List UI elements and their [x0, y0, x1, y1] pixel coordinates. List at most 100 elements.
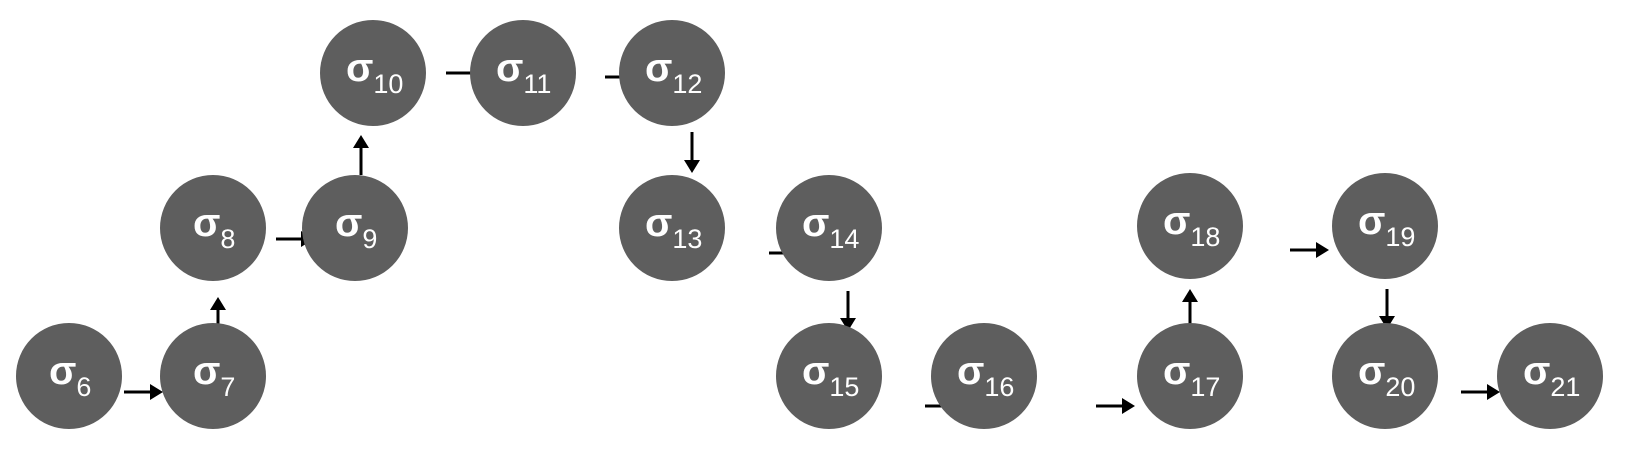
node-sigma-6: σ6: [16, 323, 122, 429]
node-symbol: σ: [1163, 199, 1190, 243]
node-label: σ21: [1523, 349, 1580, 402]
node-circle: [302, 175, 408, 281]
node-sigma-19: σ19: [1332, 173, 1438, 279]
node-circle: [619, 175, 725, 281]
node-symbol: σ: [335, 201, 362, 245]
node-subscript: 21: [1550, 372, 1580, 402]
node-subscript: 15: [829, 372, 859, 402]
node-label: σ11: [496, 46, 551, 99]
edge-arrow-s9-s10: [353, 135, 369, 175]
node-subscript: 12: [672, 69, 702, 99]
arrow-head: [840, 318, 856, 331]
edge-arrow-s18-s19: [1290, 242, 1329, 258]
node-circle: [470, 20, 576, 126]
node-symbol: σ: [49, 349, 76, 393]
node-symbol: σ: [645, 46, 672, 90]
node-sigma-12: σ12: [619, 20, 725, 126]
node-sigma-9: σ9: [302, 175, 408, 281]
node-subscript: 14: [829, 224, 859, 254]
arrow-head: [1122, 398, 1135, 414]
node-circle: [320, 20, 426, 126]
node-label: σ10: [346, 46, 403, 99]
node-circle: [1332, 173, 1438, 279]
node-subscript: 16: [984, 372, 1014, 402]
node-label: σ9: [335, 201, 377, 254]
node-symbol: σ: [1358, 199, 1385, 243]
node-label: σ7: [193, 349, 235, 402]
node-symbol: σ: [645, 201, 672, 245]
node-label: σ16: [957, 349, 1014, 402]
node-subscript: 17: [1190, 372, 1220, 402]
node-label: σ6: [49, 349, 91, 402]
node-subscript: 7: [220, 372, 235, 402]
node-subscript: 18: [1190, 222, 1220, 252]
node-subscript: 20: [1385, 372, 1415, 402]
node-circle: [160, 175, 266, 281]
arrow-head: [1487, 384, 1500, 400]
node-circle: [1137, 173, 1243, 279]
node-circle: [776, 323, 882, 429]
arrow-head: [210, 297, 226, 310]
node-label: σ18: [1163, 199, 1220, 252]
node-label: σ20: [1358, 349, 1415, 402]
node-symbol: σ: [496, 46, 523, 90]
node-label: σ17: [1163, 349, 1220, 402]
edge-arrow-s6-s7: [124, 384, 163, 400]
node-sigma-7: σ7: [160, 323, 266, 429]
node-subscript: 8: [220, 224, 235, 254]
arrow-head: [1182, 289, 1198, 302]
node-symbol: σ: [802, 349, 829, 393]
node-subscript: 6: [76, 372, 91, 402]
edge-arrow-s20-s21: [1461, 384, 1500, 400]
node-symbol: σ: [346, 46, 373, 90]
node-sigma-17: σ17: [1137, 323, 1243, 429]
node-sigma-10: σ10: [320, 20, 426, 126]
node-sigma-11: σ11: [470, 20, 576, 126]
arrow-head: [684, 160, 700, 173]
arrow-head: [1379, 316, 1395, 329]
node-label: σ12: [645, 46, 702, 99]
edge-arrow-s12-s13: [684, 132, 700, 173]
node-subscript: 13: [672, 224, 702, 254]
node-sigma-13: σ13: [619, 175, 725, 281]
node-label: σ15: [802, 349, 859, 402]
node-symbol: σ: [1358, 349, 1385, 393]
edge-arrow-s19-s20: [1379, 289, 1395, 329]
node-sigma-20: σ20: [1332, 323, 1438, 429]
node-symbol: σ: [193, 201, 220, 245]
arrow-head: [353, 135, 369, 148]
node-subscript: 9: [362, 224, 377, 254]
node-subscript: 19: [1385, 222, 1415, 252]
node-sigma-8: σ8: [160, 175, 266, 281]
node-circle: [160, 323, 266, 429]
node-label: σ14: [802, 201, 859, 254]
arrow-head: [1316, 242, 1329, 258]
node-circle: [1137, 323, 1243, 429]
node-sigma-18: σ18: [1137, 173, 1243, 279]
node-subscript: 10: [373, 69, 403, 99]
node-sigma-16: σ16: [931, 323, 1037, 429]
node-sigma-21: σ21: [1497, 323, 1603, 429]
edge-arrow-s14-s15: [840, 291, 856, 331]
node-label: σ19: [1358, 199, 1415, 252]
node-sigma-15: σ15: [776, 323, 882, 429]
arrow-head: [150, 384, 163, 400]
node-symbol: σ: [1163, 349, 1190, 393]
node-symbol: σ: [193, 349, 220, 393]
node-label: σ8: [193, 201, 235, 254]
edge-arrow-s16-s17: [1096, 398, 1135, 414]
node-label: σ13: [645, 201, 702, 254]
node-circle: [619, 20, 725, 126]
node-symbol: σ: [802, 201, 829, 245]
node-sigma-14: σ14: [776, 175, 882, 281]
node-symbol: σ: [957, 349, 984, 393]
node-circle: [776, 175, 882, 281]
node-circle: [931, 323, 1037, 429]
edge-arrow-s17-s18: [1182, 289, 1198, 328]
node-circle: [16, 323, 122, 429]
node-circle: [1332, 323, 1438, 429]
node-symbol: σ: [1523, 349, 1550, 393]
node-subscript: 11: [523, 69, 551, 99]
